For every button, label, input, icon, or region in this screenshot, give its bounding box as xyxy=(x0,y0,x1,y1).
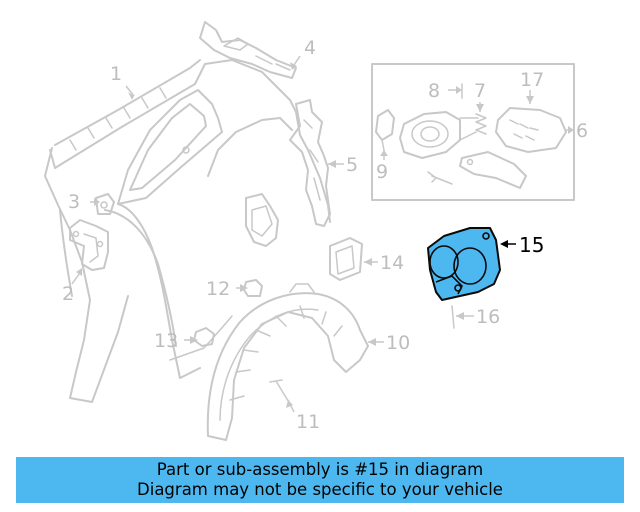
callout-16: 16 xyxy=(476,306,500,328)
inner-plate-part xyxy=(329,237,363,281)
screw-part xyxy=(269,379,291,405)
callout-3: 3 xyxy=(68,191,80,213)
callout-6: 6 xyxy=(576,120,588,142)
pillar-reinforcement-part xyxy=(289,99,331,227)
fuel-filler-housing-part xyxy=(427,227,501,301)
callout-8: 8 xyxy=(428,80,440,102)
callout-9: 9 xyxy=(376,161,388,183)
upper-bracket-part xyxy=(199,21,297,79)
callout-4: 4 xyxy=(304,37,316,59)
callout-10: 10 xyxy=(386,332,410,354)
callout-labels: 1 2 3 4 5 6 7 8 9 10 11 12 13 14 15 16 1… xyxy=(62,37,588,433)
leader-lines xyxy=(71,55,574,413)
info-banner: Part or sub-assembly is #15 in diagram D… xyxy=(16,457,624,503)
callout-15: 15 xyxy=(519,233,544,257)
callout-7: 7 xyxy=(474,80,486,102)
banner-line-disclaimer: Diagram may not be specific to your vehi… xyxy=(137,480,503,499)
callout-14: 14 xyxy=(380,252,404,274)
callout-11: 11 xyxy=(296,411,320,433)
callout-13: 13 xyxy=(154,330,178,352)
quarter-panel-part xyxy=(44,59,331,403)
callout-1: 1 xyxy=(110,63,122,85)
lower-bracket-part xyxy=(69,219,109,271)
callout-5: 5 xyxy=(346,154,358,176)
pin-part xyxy=(451,305,455,329)
grommet-part xyxy=(193,327,215,347)
callout-17: 17 xyxy=(520,69,544,91)
callout-12: 12 xyxy=(206,278,230,300)
banner-line-part-number: Part or sub-assembly is #15 in diagram xyxy=(156,460,484,479)
arrowheads xyxy=(76,62,574,408)
fuel-door-assembly-box xyxy=(371,63,575,201)
small-bracket-part xyxy=(95,193,115,215)
callout-2: 2 xyxy=(62,283,74,305)
wheel-liner-part xyxy=(206,283,369,441)
